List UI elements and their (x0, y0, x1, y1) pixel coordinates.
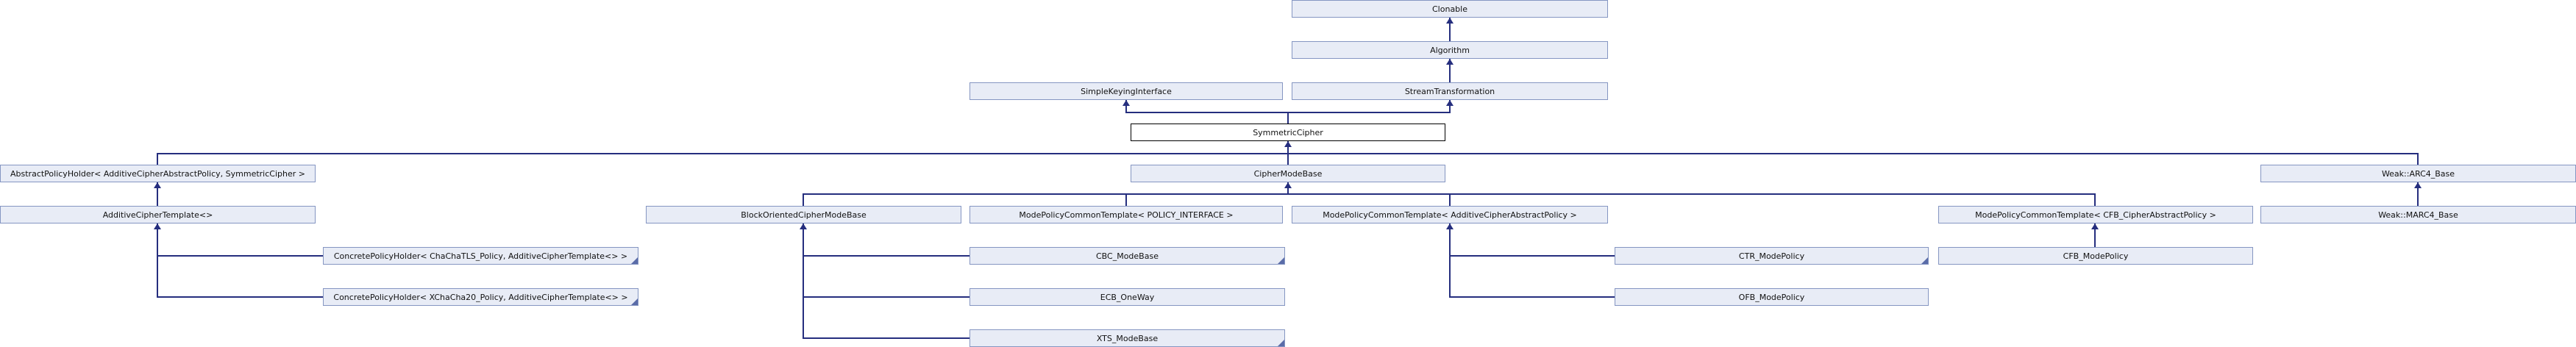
edge-segment (1287, 112, 1289, 124)
edge-segment (2417, 182, 2419, 206)
class-node-label: Algorithm (1430, 45, 1470, 55)
class-node-algorithm[interactable]: Algorithm (1292, 41, 1608, 59)
inheritance-arrowhead (1446, 18, 1454, 24)
edge-segment (157, 255, 324, 257)
class-node-label: Clonable (1432, 4, 1467, 14)
class-node-label: SimpleKeyingInterface (1081, 86, 1172, 96)
edge-segment (1125, 100, 1127, 113)
truncated-marker (1278, 340, 1284, 346)
edge-segment (1449, 223, 1451, 298)
class-node-simplekeyinginterface[interactable]: SimpleKeyingInterface (969, 82, 1283, 100)
class-node-label: SymmetricCipher (1253, 127, 1323, 137)
class-node-label: ModePolicyCommonTemplate< CFB_CipherAbst… (1975, 210, 2216, 220)
edge-segment (157, 223, 158, 298)
class-node-symmetriccipher-focal: SymmetricCipher (1131, 124, 1445, 141)
class-node-label: ConcretePolicyHolder< ChaChaTLS_Policy, … (333, 251, 628, 261)
edge-segment (1449, 255, 1615, 257)
class-node-label: OFB_ModePolicy (1738, 292, 1805, 302)
class-node-blockorientedciphermodebase[interactable]: BlockOrientedCipherModeBase (646, 206, 961, 223)
class-node-label: BlockOrientedCipherModeBase (741, 210, 867, 220)
edge-segment (157, 296, 324, 298)
class-node-ctr-modepolicy[interactable]: CTR_ModePolicy (1615, 247, 1929, 265)
class-node-modepolicycommontemplate-additive[interactable]: ModePolicyCommonTemplate< AdditiveCipher… (1292, 206, 1608, 223)
edge-segment (1449, 59, 1451, 82)
class-node-label: ModePolicyCommonTemplate< AdditiveCipher… (1323, 210, 1577, 220)
class-node-ciphermodebase[interactable]: CipherModeBase (1131, 165, 1445, 182)
class-node-label: ModePolicyCommonTemplate< POLICY_INTERFA… (1019, 210, 1234, 220)
edge-segment (157, 153, 158, 165)
edge-segment (1125, 193, 1127, 206)
class-node-ecb-oneway[interactable]: ECB_OneWay (969, 288, 1285, 306)
class-node-additiveciphertemplate[interactable]: AdditiveCipherTemplate<> (0, 206, 316, 223)
class-node-label: ConcretePolicyHolder< XChaCha20_Policy, … (333, 292, 628, 302)
class-node-label: Weak::ARC4_Base (2381, 168, 2455, 179)
edge-segment (803, 337, 970, 339)
class-node-label: CipherModeBase (1253, 168, 1323, 179)
class-node-label: CBC_ModeBase (1096, 251, 1159, 261)
class-node-xts-modebase[interactable]: XTS_ModeBase (969, 329, 1285, 347)
class-node-concretepolicyholder-xchacha20[interactable]: ConcretePolicyHolder< XChaCha20_Policy, … (323, 288, 638, 306)
class-node-cbc-modebase[interactable]: CBC_ModeBase (969, 247, 1285, 265)
class-node-label: StreamTransformation (1404, 86, 1495, 96)
edge-segment (1287, 153, 1289, 165)
class-node-label: CFB_ModePolicy (2063, 251, 2129, 261)
inheritance-arrowhead (1446, 100, 1454, 106)
edge-segment (1449, 18, 1451, 41)
inheritance-arrowhead (1446, 59, 1454, 65)
truncated-marker (1921, 257, 1928, 264)
class-node-modepolicycommontemplate-policy-interface[interactable]: ModePolicyCommonTemplate< POLICY_INTERFA… (969, 206, 1283, 223)
class-node-label: AbstractPolicyHolder< AdditiveCipherAbst… (10, 168, 305, 179)
edge-segment (2417, 153, 2419, 165)
edge-segment (803, 223, 804, 339)
class-node-weak-arc4-base[interactable]: Weak::ARC4_Base (2260, 165, 2576, 182)
edge-segment (1449, 193, 1451, 206)
truncated-marker (631, 257, 638, 264)
class-node-cfb-modepolicy[interactable]: CFB_ModePolicy (1938, 247, 2253, 265)
edge-segment (1287, 141, 1289, 154)
class-node-weak-marc4-base[interactable]: Weak::MARC4_Base (2260, 206, 2576, 223)
class-node-modepolicycommontemplate-cfb[interactable]: ModePolicyCommonTemplate< CFB_CipherAbst… (1938, 206, 2253, 223)
edge-segment (803, 296, 970, 298)
edge-segment (803, 193, 804, 206)
class-node-abstractpolicyholder[interactable]: AbstractPolicyHolder< AdditiveCipherAbst… (0, 165, 316, 182)
class-node-streamtransformation[interactable]: StreamTransformation (1292, 82, 1608, 100)
truncated-marker (631, 298, 638, 305)
class-node-label: AdditiveCipherTemplate<> (102, 210, 213, 220)
class-node-label: CTR_ModePolicy (1738, 251, 1805, 261)
edge-segment (1287, 182, 1289, 195)
edge-segment (157, 182, 158, 206)
edge-segment (803, 255, 970, 257)
class-node-label: Weak::MARC4_Base (2378, 210, 2458, 220)
edge-segment (2094, 223, 2096, 247)
class-node-label: XTS_ModeBase (1096, 333, 1159, 343)
truncated-marker (1278, 257, 1284, 264)
class-node-clonable[interactable]: Clonable (1292, 0, 1608, 18)
class-node-ofb-modepolicy[interactable]: OFB_ModePolicy (1615, 288, 1929, 306)
edge-segment (2094, 193, 2096, 206)
class-node-concretepolicyholder-chachatls[interactable]: ConcretePolicyHolder< ChaChaTLS_Policy, … (323, 247, 638, 265)
edge-segment (1449, 296, 1615, 298)
class-node-label: ECB_OneWay (1100, 292, 1155, 302)
edge-segment (1449, 100, 1451, 113)
inheritance-arrowhead (1122, 100, 1130, 106)
